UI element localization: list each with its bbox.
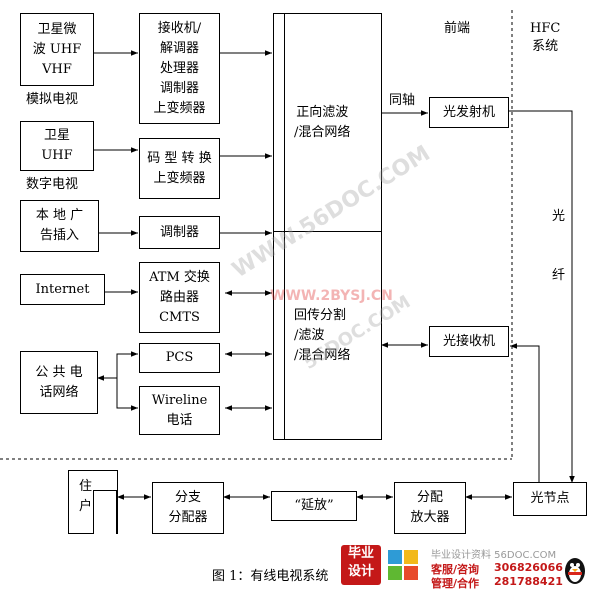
analog-tv-label: 模拟电视 [26, 92, 79, 107]
optical-transmitter-box: 光发射机 [429, 97, 509, 128]
wireline-phone-box: Wireline 电话 [139, 386, 220, 435]
digital-tv-label: 数字电视 [26, 177, 79, 192]
watermark-2bysj: WWW.2BYSJ.CN [270, 288, 393, 304]
headend-region-label: 前端 [444, 21, 471, 36]
extension-amplifier-box: “延放” [271, 491, 357, 521]
receiver-demodulator-chain-box: 接收机/ 解调器 处理器 调制器 上变频器 [139, 13, 220, 124]
code-convert-upconverter-box: 码 型 转 换 上变频器 [139, 138, 220, 199]
branch-splitter-box: 分支 分配器 [152, 482, 224, 534]
logo-admin-number: 281788421 [494, 575, 563, 588]
home-door-shape [93, 490, 117, 534]
satellite-digital-source-box: 卫星 UHF [20, 121, 94, 171]
logo-admin-label: 管理/合作 [431, 577, 480, 590]
satellite-analog-source-box: 卫星微 波 UHF VHF [20, 13, 94, 86]
logo-service-number: 306826066 [494, 561, 563, 574]
distribution-amplifier-box: 分配 放大器 [394, 482, 466, 534]
optical-receiver-box: 光接收机 [429, 326, 509, 357]
local-ad-insert-box: 本 地 广 告插入 [20, 200, 99, 252]
hfc-region-label: HFC 系统 [530, 21, 561, 54]
atm-router-cmts-box: ATM 交换 路由器 CMTS [139, 262, 220, 333]
combiner-inner-divider [284, 13, 285, 440]
logo-badge: 毕业 设计 [341, 545, 381, 585]
phone-net-to-wireline-connector [116, 378, 138, 411]
fiber-node-to-receiver [510, 343, 540, 483]
puzzle-logo-icon [387, 549, 419, 581]
return-split-filter-mix-network-box: 回传分割 /滤波 /混合网络 [273, 231, 382, 440]
optical-node-box: 光节点 [513, 482, 587, 516]
public-phone-network-box: 公 共 电 话网络 [20, 351, 98, 414]
fiber-label-2: 纤 [552, 268, 566, 283]
phone-net-split-connector [97, 351, 138, 379]
logo-site-line: 毕业设计资料 56DOC.COM [431, 550, 557, 561]
penguin-icon [563, 557, 587, 585]
modulator-box: 调制器 [139, 216, 220, 249]
pcs-box: PCS [139, 343, 220, 373]
forward-filter-mix-network-box: 正向滤波 /混合网络 [273, 13, 382, 232]
figure-caption: 图 1：有线电视系统 [212, 569, 329, 584]
internet-source-box: Internet [20, 274, 105, 305]
coax-label: 同轴 [389, 93, 416, 108]
logo-service-label: 客服/咨询 [431, 563, 480, 576]
fiber-transmitter-to-node [508, 110, 575, 483]
fiber-label-1: 光 [552, 209, 566, 224]
